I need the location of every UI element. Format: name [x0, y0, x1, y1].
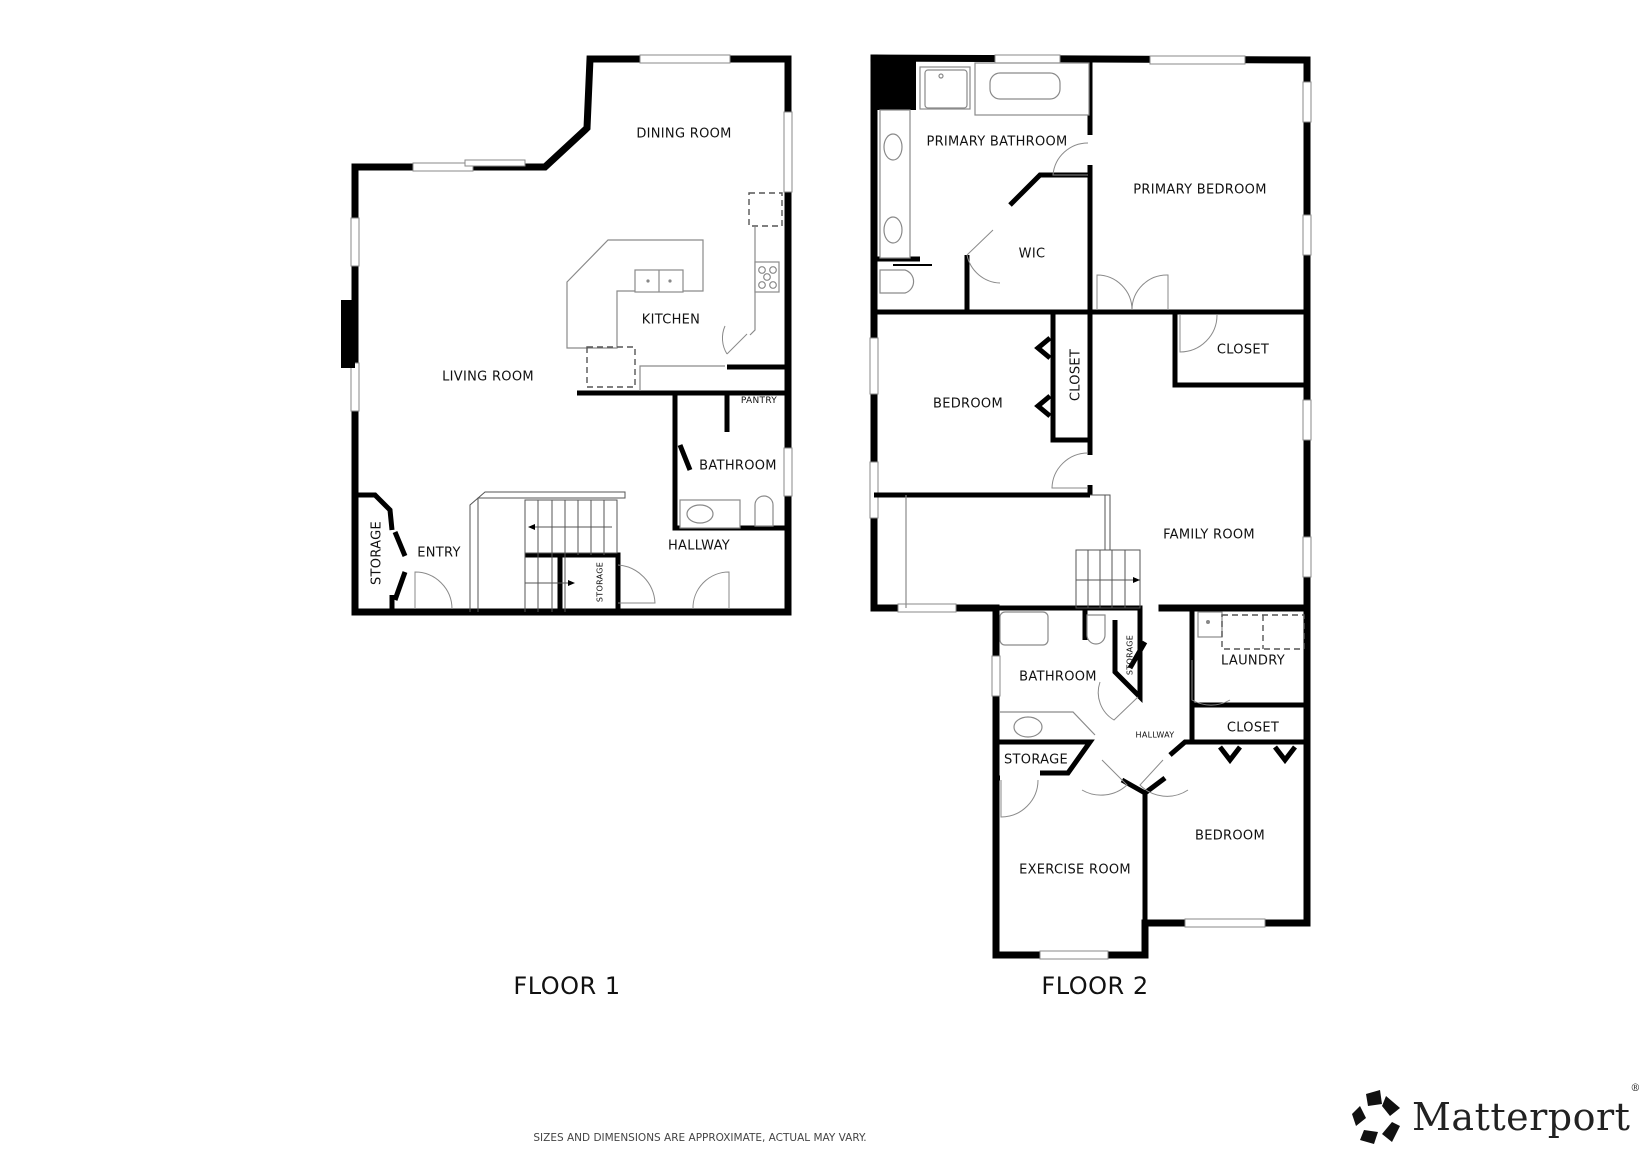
room-label-wic: WIC: [1018, 246, 1046, 262]
room-label-living-room: LIVING ROOM: [442, 369, 534, 385]
room-label-closet-bedroom-east: CLOSET: [1226, 720, 1280, 736]
room-label-dining-room: DINING ROOM: [636, 126, 732, 142]
room-label-primary-bathroom: PRIMARY BATHROOM: [926, 134, 1068, 150]
floor-1-plan: [341, 54, 793, 616]
brand-name-text: Matterport: [1412, 1095, 1631, 1139]
room-label-pantry: PANTRY: [740, 396, 778, 406]
matterport-brand: Matterport®: [1350, 1083, 1641, 1144]
matterport-pentagon-icon: [1352, 1090, 1400, 1144]
room-label-bathroom-floor1: BATHROOM: [699, 458, 777, 474]
disclaimer-text: SIZES AND DIMENSIONS ARE APPROXIMATE, AC…: [533, 1132, 867, 1144]
room-label-kitchen: KITCHEN: [641, 312, 701, 328]
room-label-bathroom-floor2: BATHROOM: [1019, 669, 1097, 685]
room-label-closet-bedroom: CLOSET: [1068, 348, 1084, 402]
room-label-storage-entry: STORAGE: [369, 521, 385, 585]
room-label-storage-stairs: STORAGE: [595, 561, 605, 603]
room-label-family-room: FAMILY ROOM: [1163, 527, 1255, 543]
room-label-exercise-room: EXERCISE ROOM: [1019, 862, 1131, 878]
floor-1-title: FLOOR 1: [513, 972, 621, 1000]
room-label-bedroom-west: BEDROOM: [933, 396, 1003, 412]
room-label-closet-family: CLOSET: [1216, 342, 1270, 358]
room-label-hallway-floor1: HALLWAY: [667, 538, 731, 554]
room-label-laundry: LAUNDRY: [1221, 653, 1285, 669]
brand-name: Matterport®: [1412, 1083, 1641, 1139]
room-label-storage-hall: STORAGE: [1125, 634, 1135, 676]
room-label-storage-exercise: STORAGE: [1004, 752, 1068, 768]
room-label-hallway-floor2: HALLWAY: [1135, 730, 1175, 740]
floor-2-plan: [869, 54, 1312, 960]
registered-mark: ®: [1630, 1083, 1641, 1094]
floor-2-title: FLOOR 2: [1041, 972, 1149, 1000]
room-label-primary-bedroom: PRIMARY BEDROOM: [1133, 182, 1267, 198]
room-label-bedroom-east: BEDROOM: [1195, 828, 1265, 844]
room-label-entry: ENTRY: [417, 545, 461, 561]
